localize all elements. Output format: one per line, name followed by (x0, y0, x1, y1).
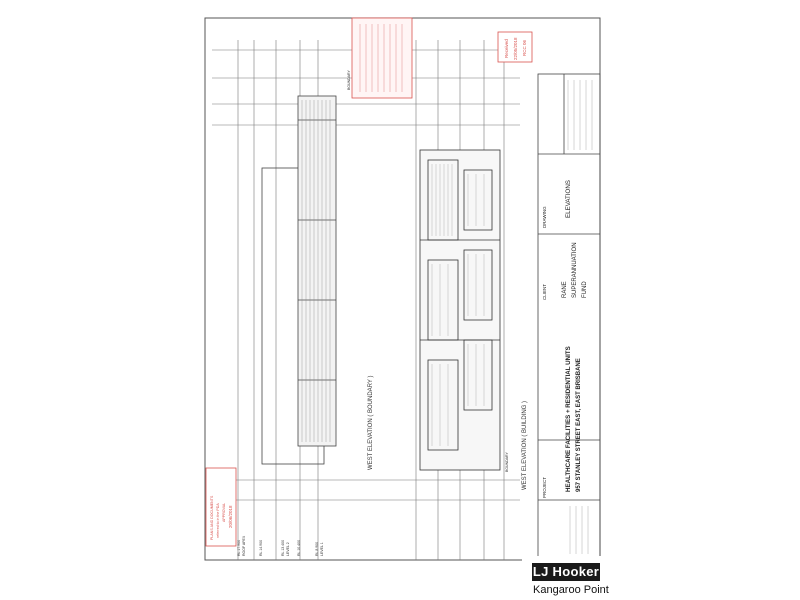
drawing-title: ELEVATIONS (565, 180, 572, 218)
upper-elevation-title: WEST ELEVATION ( BOUNDARY ) (368, 376, 374, 470)
svg-text:LEVEL 2: LEVEL 2 (286, 542, 290, 556)
boundary-label-upper: BOUNDARY (347, 70, 351, 90)
svg-text:LEVEL 1: LEVEL 1 (320, 542, 324, 556)
office-name: Kangaroo Point (533, 584, 609, 596)
project-line2: 957 STANLEY STREET EAST, EAST BRISBANE (576, 358, 582, 492)
lj-hooker-logo: LJ Hooker (532, 563, 600, 581)
client-line1: RANE (562, 281, 568, 298)
received-label: Received (504, 39, 509, 58)
lower-elevation-title: WEST ELEVATION ( BUILDING ) (522, 401, 528, 490)
lower-hatching (431, 164, 485, 446)
svg-text:ROOF APEX: ROOF APEX (242, 535, 246, 556)
upper-elevation (261, 95, 337, 465)
client-line2: SUPERANNUATION (572, 242, 578, 298)
project-line1: HEALTHCARE FACILITIES + RESIDENTIAL UNIT… (565, 346, 572, 492)
svg-text:RL 14.900: RL 14.900 (259, 540, 263, 556)
boundary-label-lower: BOUNDARY (505, 452, 509, 472)
level-lines (212, 49, 520, 501)
drawing-label: DRAWING (542, 206, 547, 228)
svg-text:RL 17.900: RL 17.900 (237, 540, 241, 556)
plans-line1: PLANS AND DOCUMENTS (210, 495, 214, 540)
project-label: PROJECT (542, 477, 547, 498)
title-block-info-lines (567, 80, 593, 554)
client-line3: FUND (582, 281, 588, 298)
upper-hatching (301, 100, 331, 442)
received-code: RCC 06 (522, 39, 527, 56)
svg-text:RL 8.900: RL 8.900 (315, 542, 319, 556)
lower-elevation (419, 149, 501, 471)
received-date: 22/05/2018 (513, 37, 518, 60)
plans-stamp (205, 467, 237, 547)
sheet-border (204, 17, 601, 561)
plans-date: 20/06/2018 (228, 505, 233, 528)
received-stamp (497, 31, 533, 63)
red-note-box (351, 17, 413, 99)
svg-text:RL 13.400: RL 13.400 (281, 540, 285, 556)
plans-line2: referred to in the PDA (216, 503, 220, 538)
red-note-lines (359, 24, 403, 92)
svg-text:RL 10.400: RL 10.400 (297, 540, 301, 556)
level-labels: RL 17.900 ROOF APEX RL 14.900 RL 13.400 … (237, 535, 324, 556)
client-label: CLIENT (542, 284, 547, 300)
plans-line3: APPROVAL (222, 503, 226, 522)
